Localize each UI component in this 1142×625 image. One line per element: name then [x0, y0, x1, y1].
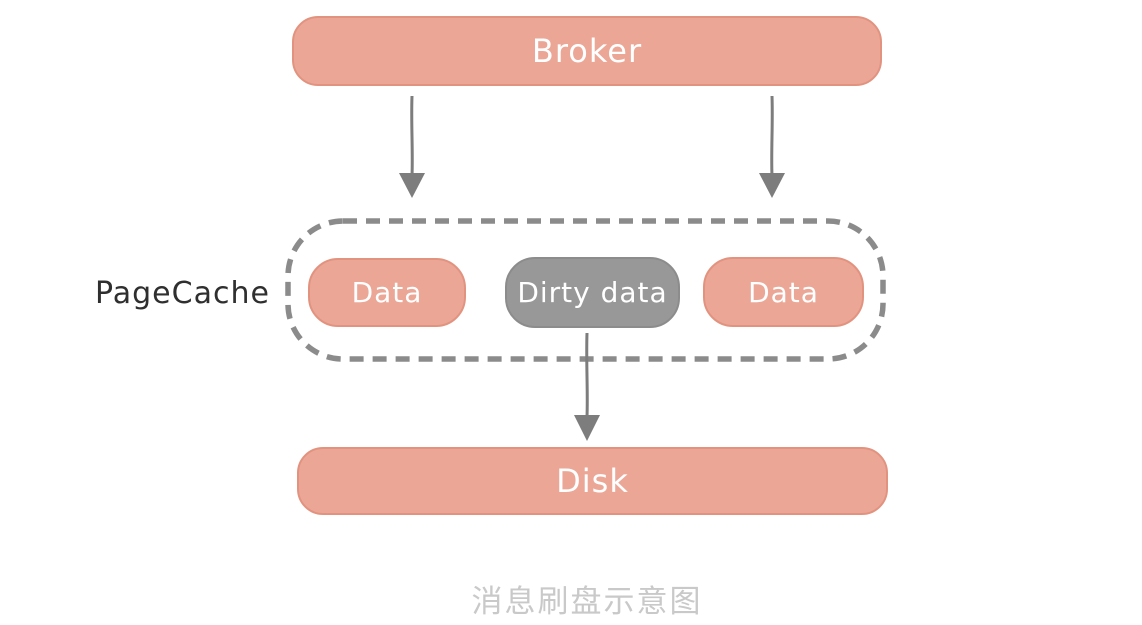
- cache-item-dirty-data-label: Dirty data: [517, 276, 668, 309]
- cache-item-dirty-data: Dirty data: [505, 257, 680, 328]
- disk-node: Disk: [297, 447, 888, 515]
- broker-label: Broker: [531, 32, 643, 70]
- broker-node: Broker: [292, 16, 882, 86]
- pagecache-label: PageCache: [95, 276, 270, 311]
- cache-item-data-left: Data: [308, 258, 466, 327]
- disk-label: Disk: [556, 462, 629, 500]
- down-arrow-dirty-data-to-disk: [574, 332, 600, 441]
- diagram-caption: 消息刷盘示意图: [471, 584, 703, 620]
- down-arrow-broker-to-pagecache-right: [759, 95, 785, 198]
- cache-item-data-right: Data: [703, 257, 864, 327]
- down-arrow-broker-to-pagecache-left: [399, 95, 425, 198]
- cache-item-data-right-label: Data: [748, 275, 819, 309]
- cache-item-data-left-label: Data: [351, 276, 423, 309]
